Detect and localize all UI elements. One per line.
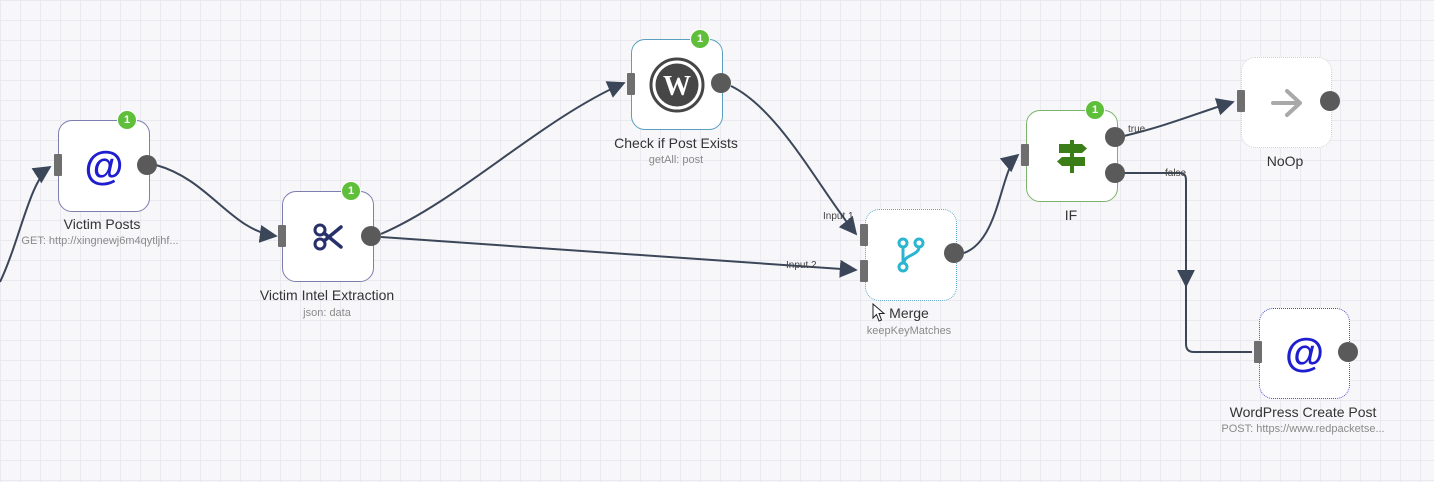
signpost-icon [1055, 138, 1089, 174]
check-post-subtitle: getAll: post [648, 154, 704, 166]
merge-input-port-2[interactable] [860, 260, 868, 282]
check-post-input-port[interactable] [627, 73, 635, 95]
wp-create-input-port[interactable] [1254, 341, 1262, 363]
node-victim-intel-body[interactable] [282, 191, 374, 282]
merge-subtitle: keepKeyMatches [866, 325, 952, 337]
connection-if-true-to-noop[interactable] [1123, 98, 1235, 137]
noop-input-port[interactable] [1237, 90, 1245, 112]
node-wp-create-body[interactable]: @ [1259, 308, 1350, 399]
node-merge[interactable] [865, 209, 957, 301]
if-false-output-port[interactable] [1105, 163, 1125, 183]
connection-intel-to-check-post[interactable] [380, 81, 626, 235]
connection-if-false-to-wp-create[interactable] [1124, 172, 1195, 288]
node-check-post-body[interactable]: W [631, 39, 723, 130]
node-if[interactable] [1026, 110, 1118, 202]
check-post-output-port[interactable] [711, 73, 731, 93]
victim-posts-output-port[interactable] [137, 155, 157, 175]
connection-incoming[interactable] [0, 166, 52, 283]
scissors-icon [312, 221, 344, 253]
if-input-port[interactable] [1021, 144, 1029, 166]
merge-output-port[interactable] [944, 243, 964, 263]
connection-check-post-to-merge-input1[interactable] [730, 85, 858, 236]
victim-posts-subtitle: GET: http://xingnewj6m4qytljhf... [21, 235, 179, 247]
check-post-title: Check if Post Exists [614, 135, 738, 151]
check-post-run-badge: 1 [690, 29, 710, 49]
wordpress-icon: W [649, 57, 705, 113]
svg-text:W: W [663, 71, 691, 102]
wp-create-output-port[interactable] [1338, 342, 1358, 362]
merge-input-1-label: Input 1 [823, 211, 854, 222]
node-noop[interactable] [1241, 57, 1332, 148]
merge-title: Merge [889, 305, 929, 321]
victim-posts-run-badge: 1 [117, 110, 137, 130]
merge-input-port-1[interactable] [860, 224, 868, 246]
victim-intel-subtitle: json: data [303, 307, 351, 319]
node-victim-intel-extraction[interactable] [282, 191, 374, 282]
connection-victim-posts-to-intel[interactable] [155, 164, 278, 243]
node-wordpress-create-post[interactable]: @ [1259, 308, 1350, 399]
connection-false-branch-tail[interactable] [1185, 286, 1252, 353]
victim-intel-title: Victim Intel Extraction [259, 287, 395, 303]
wp-create-title: WordPress Create Post [1229, 404, 1377, 420]
arrow-right-icon [1270, 88, 1304, 118]
at-sign-icon: @ [84, 143, 124, 188]
node-if-body[interactable] [1026, 110, 1118, 202]
connection-intel-to-merge-input2[interactable] [380, 236, 858, 278]
node-merge-body[interactable] [865, 209, 957, 301]
victim-posts-input-port[interactable] [54, 154, 62, 176]
if-title: IF [1064, 207, 1078, 223]
if-true-output-port[interactable] [1105, 127, 1125, 147]
merge-input-2-label: Input 2 [786, 260, 817, 271]
mouse-cursor-icon [872, 303, 886, 322]
node-check-if-post-exists[interactable]: W [631, 39, 723, 130]
node-noop-body[interactable] [1241, 57, 1332, 148]
if-run-badge: 1 [1085, 100, 1105, 120]
connection-merge-to-if[interactable] [963, 153, 1020, 254]
if-false-label: false [1165, 168, 1187, 179]
merge-icon [896, 237, 926, 273]
victim-intel-input-port[interactable] [278, 225, 286, 247]
victim-intel-run-badge: 1 [341, 181, 361, 201]
noop-title: NoOp [1266, 153, 1304, 169]
victim-posts-title: Victim Posts [63, 216, 141, 232]
noop-output-port[interactable] [1320, 91, 1340, 111]
wp-create-subtitle: POST: https://www.redpacketse... [1221, 423, 1385, 435]
at-sign-icon: @ [1284, 331, 1324, 375]
victim-intel-output-port[interactable] [361, 226, 381, 246]
if-true-label: true [1128, 124, 1146, 135]
